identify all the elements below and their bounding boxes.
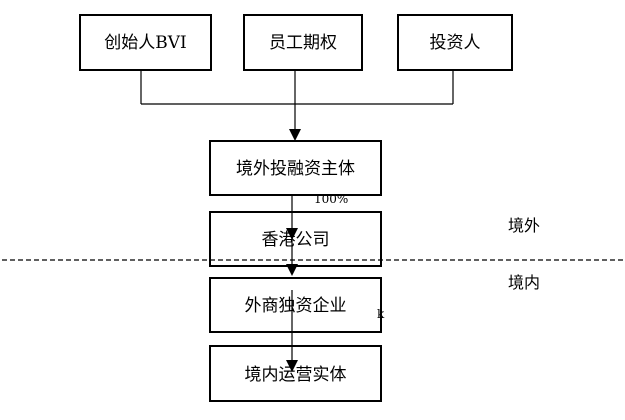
- node-esop: 员工期权: [243, 14, 363, 71]
- ownership-chain: [286, 195, 298, 372]
- top-connector: [140, 70, 454, 141]
- region-offshore-label: 境外: [508, 216, 540, 235]
- node-wfoe-label: 外商独资企业: [245, 296, 347, 316]
- node-offshore-entity-label: 境外投融资主体: [236, 159, 355, 179]
- node-founder-label: 创始人BVI: [104, 33, 187, 53]
- node-esop-label: 员工期权: [269, 33, 337, 53]
- arrow-to-operating: [286, 360, 298, 372]
- node-wfoe: 外商独资企业: [209, 277, 382, 333]
- node-hk-company-label: 香港公司: [262, 230, 330, 250]
- node-offshore-entity: 境外投融资主体: [209, 140, 382, 196]
- arrow-to-offshore: [289, 129, 301, 141]
- node-investor: 投资人: [397, 14, 513, 71]
- stray-glyph: k: [377, 307, 385, 321]
- node-operating-entity-label: 境内运营实体: [245, 365, 347, 385]
- node-founder: 创始人BVI: [79, 14, 212, 71]
- region-onshore-label: 境内: [508, 273, 540, 292]
- ownership-percent-label: 100%: [314, 192, 348, 206]
- node-hk-company: 香港公司: [209, 211, 382, 267]
- arrow-to-wfoe: [286, 264, 298, 276]
- arrow-to-hk: [286, 228, 298, 240]
- node-operating-entity: 境内运营实体: [209, 345, 382, 402]
- node-investor-label: 投资人: [430, 33, 481, 53]
